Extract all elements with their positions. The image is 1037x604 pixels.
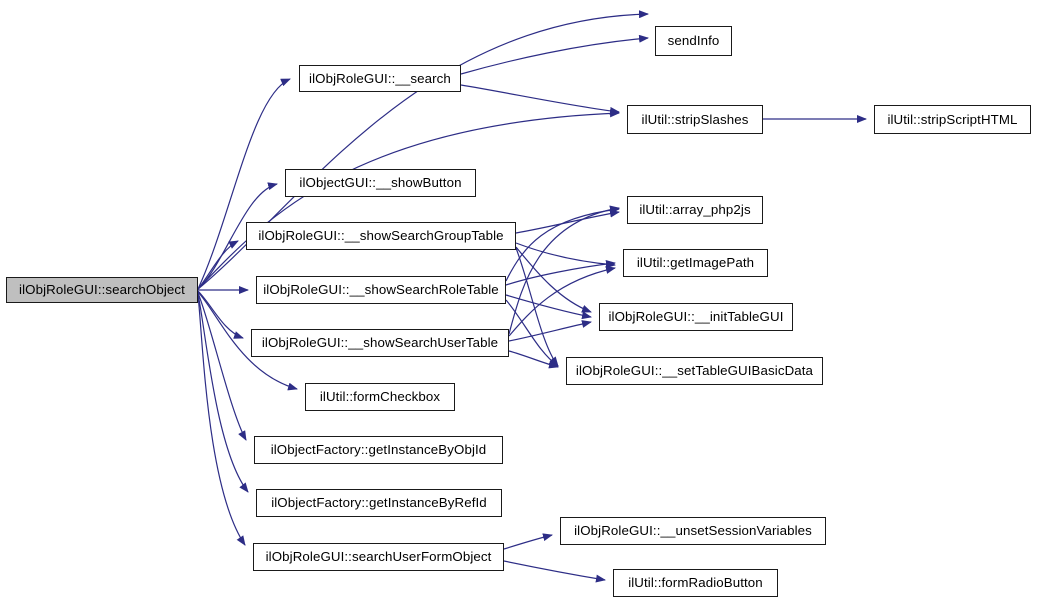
graph-node-label: ilObjectGUI::__showButton — [299, 175, 462, 191]
graph-node-initTableGUI[interactable]: ilObjRoleGUI::__initTableGUI — [599, 303, 793, 331]
call-edge-searchObject-to-showSearchUserTable — [197, 290, 244, 339]
graph-node-getInstanceByRefId[interactable]: ilObjectFactory::getInstanceByRefId — [256, 489, 502, 517]
graph-node-label: ilObjectFactory::getInstanceByRefId — [271, 495, 487, 511]
graph-node-showSearchGroupTable[interactable]: ilObjRoleGUI::__showSearchGroupTable — [246, 222, 516, 250]
call-edge-showSearchRoleTable-to-array_php2js — [505, 206, 620, 282]
call-edge-showSearchUserTable-to-setTableGUIBasicData — [508, 350, 559, 369]
call-edge-showSearchGroupTable-to-initTableGUI — [515, 246, 592, 313]
call-edge-showSearchUserTable-to-getImagePath — [508, 266, 616, 337]
call-edge-searchUserFormObject-to-formRadioButton — [503, 560, 606, 583]
graph-node-label: ilObjRoleGUI::__unsetSessionVariables — [574, 523, 812, 539]
graph-node-label: ilUtil::stripSlashes — [641, 111, 749, 127]
call-edge-searchObject-to-showButton — [197, 182, 278, 290]
graph-node-label: ilUtil::getImagePath — [636, 255, 755, 271]
call-edge-showSearchUserTable-to-array_php2js — [508, 205, 620, 335]
graph-node-label: ilUtil::formRadioButton — [628, 575, 763, 591]
call-edge-searchObject-to-formCheckbox — [197, 291, 298, 391]
graph-node-label: ilUtil::formCheckbox — [319, 389, 441, 405]
graph-node-label: ilObjRoleGUI::__showSearchUserTable — [261, 335, 499, 351]
call-edge-searchObject-to-showSearchGroupTable — [197, 240, 239, 290]
call-edge-showSearchRoleTable-to-getImagePath — [505, 260, 616, 286]
graph-node-label: ilUtil::stripScriptHTML — [887, 111, 1018, 127]
call-edge-searchObject-to-searchUserFormObject — [197, 294, 246, 546]
graph-node-array_php2js[interactable]: ilUtil::array_php2js — [627, 196, 763, 224]
call-edge-showSearchGroupTable-to-array_php2js — [515, 209, 620, 234]
graph-node-stripScriptHTML[interactable]: ilUtil::stripScriptHTML — [874, 105, 1031, 134]
call-edge-searchUserFormObject-to-unsetSessionVariables — [503, 533, 553, 550]
graph-node-label: ilUtil::array_php2js — [639, 202, 751, 218]
call-edge-searchObject-to-search — [197, 78, 291, 290]
graph-node-getImagePath[interactable]: ilUtil::getImagePath — [623, 249, 768, 277]
call-edge-showSearchGroupTable-to-getImagePath — [515, 242, 616, 269]
call-edge-searchObject-to-getInstanceByRefId — [197, 293, 249, 493]
graph-node-label: ilObjectFactory::getInstanceByObjId — [270, 442, 487, 458]
call-edge-showSearchRoleTable-to-initTableGUI — [505, 294, 592, 320]
graph-node-unsetSessionVariables[interactable]: ilObjRoleGUI::__unsetSessionVariables — [560, 517, 826, 545]
graph-node-getInstanceByObjId[interactable]: ilObjectFactory::getInstanceByObjId — [254, 436, 503, 464]
graph-node-label: ilObjRoleGUI::__search — [309, 70, 451, 86]
graph-node-showButton[interactable]: ilObjectGUI::__showButton — [285, 169, 476, 197]
call-edge-search-to-sendInfo — [460, 34, 649, 75]
graph-node-stripSlashes[interactable]: ilUtil::stripSlashes — [627, 105, 763, 134]
graph-node-formCheckbox[interactable]: ilUtil::formCheckbox — [305, 383, 455, 411]
graph-node-label: sendInfo — [667, 33, 720, 49]
graph-node-label: ilObjRoleGUI::searchObject — [19, 282, 185, 298]
call-edge-searchObject-to-sendInfo — [197, 10, 649, 290]
call-edge-searchObject-to-stripSlashes — [197, 109, 620, 290]
graph-node-search[interactable]: ilObjRoleGUI::__search — [299, 65, 461, 92]
graph-node-showSearchRoleTable[interactable]: ilObjRoleGUI::__showSearchRoleTable — [256, 276, 506, 304]
graph-node-searchUserFormObject[interactable]: ilObjRoleGUI::searchUserFormObject — [253, 543, 504, 571]
graph-node-label: ilObjRoleGUI::__setTableGUIBasicData — [575, 363, 814, 379]
graph-node-label: ilObjRoleGUI::__initTableGUI — [608, 309, 784, 325]
graph-node-label: ilObjRoleGUI::__showSearchRoleTable — [263, 282, 499, 298]
graph-node-showSearchUserTable[interactable]: ilObjRoleGUI::__showSearchUserTable — [251, 329, 509, 357]
graph-node-sendInfo[interactable]: sendInfo — [655, 26, 732, 56]
graph-node-setTableGUIBasicData[interactable]: ilObjRoleGUI::__setTableGUIBasicData — [566, 357, 823, 385]
call-edge-search-to-stripSlashes — [460, 84, 620, 115]
graph-node-searchObject[interactable]: ilObjRoleGUI::searchObject — [6, 277, 198, 303]
call-edge-showSearchGroupTable-to-setTableGUIBasicData — [515, 247, 559, 367]
graph-node-formRadioButton[interactable]: ilUtil::formRadioButton — [613, 569, 778, 597]
call-edge-showSearchUserTable-to-initTableGUI — [508, 320, 592, 342]
call-edge-searchObject-to-getInstanceByObjId — [197, 292, 247, 441]
graph-node-label: ilObjRoleGUI::__showSearchGroupTable — [258, 228, 504, 244]
call-edge-showSearchRoleTable-to-setTableGUIBasicData — [505, 299, 559, 367]
graph-node-label: ilObjRoleGUI::searchUserFormObject — [265, 549, 492, 565]
